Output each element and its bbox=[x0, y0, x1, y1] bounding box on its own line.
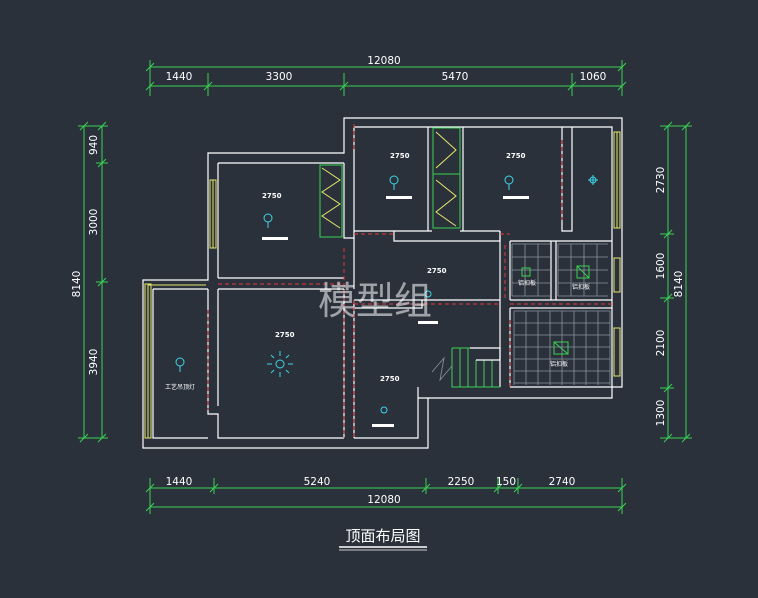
right-dim-4: 1300 bbox=[655, 400, 667, 427]
door-openings bbox=[207, 124, 612, 438]
top-dim-2: 3300 bbox=[266, 71, 293, 83]
staircase bbox=[431, 347, 501, 388]
bottom-dimension-lines bbox=[145, 478, 627, 514]
bottom-dim-3: 2250 bbox=[448, 476, 475, 488]
right-dim-2: 1600 bbox=[655, 253, 667, 280]
ceiling-label-a: 铝扣板 bbox=[518, 279, 536, 287]
bottom-dim-5: 2740 bbox=[549, 476, 576, 488]
light-fixture-small-room bbox=[588, 175, 598, 185]
top-dim-3: 5470 bbox=[442, 71, 469, 83]
ceiling-label-b: 铝扣板 bbox=[572, 283, 590, 291]
right-dim-1: 2730 bbox=[655, 167, 667, 194]
elevation-living: 2750 bbox=[275, 331, 295, 339]
right-total-dim: 8140 bbox=[673, 271, 685, 298]
top-dimension-lines bbox=[145, 60, 627, 96]
light-fixture-bedroom-left bbox=[262, 213, 288, 240]
elevation-dining: 2750 bbox=[380, 375, 400, 383]
elevation-bedroom-left: 2750 bbox=[262, 192, 282, 200]
bottom-total-dim: 12080 bbox=[367, 494, 400, 506]
bottom-dim-1: 1440 bbox=[166, 476, 193, 488]
exhaust-fan-c bbox=[553, 341, 569, 355]
exhaust-fan-a bbox=[521, 267, 531, 277]
top-dim-4: 1060 bbox=[580, 71, 607, 83]
left-dim-1: 940 bbox=[88, 135, 100, 155]
left-total-dim: 8140 bbox=[71, 271, 83, 298]
watermark: 模型组 bbox=[318, 279, 432, 323]
wardrobe-left bbox=[319, 164, 343, 238]
aluminum-ceiling-grids bbox=[511, 243, 611, 385]
left-dim-3: 3940 bbox=[88, 349, 100, 376]
light-fixture-bedroom-mid bbox=[386, 175, 412, 199]
light-fixture-dining bbox=[372, 406, 394, 427]
bottom-dim-4: 150 bbox=[496, 476, 516, 488]
elevation-corridor: 2750 bbox=[427, 267, 447, 275]
left-dim-2: 3000 bbox=[88, 209, 100, 236]
exhaust-fan-b bbox=[576, 265, 590, 279]
right-dim-3: 2100 bbox=[655, 330, 667, 357]
ceiling-label-c: 铝扣板 bbox=[550, 360, 568, 368]
windows bbox=[144, 131, 621, 439]
drawing-title: 顶面布局图 bbox=[345, 527, 420, 545]
light-fixture-bedroom-right bbox=[503, 175, 529, 199]
elevation-bedroom-right: 2750 bbox=[506, 152, 526, 160]
top-total-dim: 12080 bbox=[367, 55, 400, 67]
floor-plan-walls bbox=[142, 117, 623, 449]
bottom-dim-2: 5240 bbox=[304, 476, 331, 488]
light-note-label: 工艺吊顶灯 bbox=[165, 383, 195, 391]
light-fixture-corridor bbox=[418, 290, 438, 324]
light-fixture-balcony bbox=[175, 357, 185, 372]
wardrobe-center bbox=[432, 127, 461, 229]
top-dim-1: 1440 bbox=[166, 71, 193, 83]
left-dimension-lines bbox=[78, 121, 108, 443]
elevation-bedroom-mid: 2750 bbox=[390, 152, 410, 160]
chandelier-living bbox=[267, 351, 293, 377]
right-dimension-lines bbox=[660, 121, 692, 443]
